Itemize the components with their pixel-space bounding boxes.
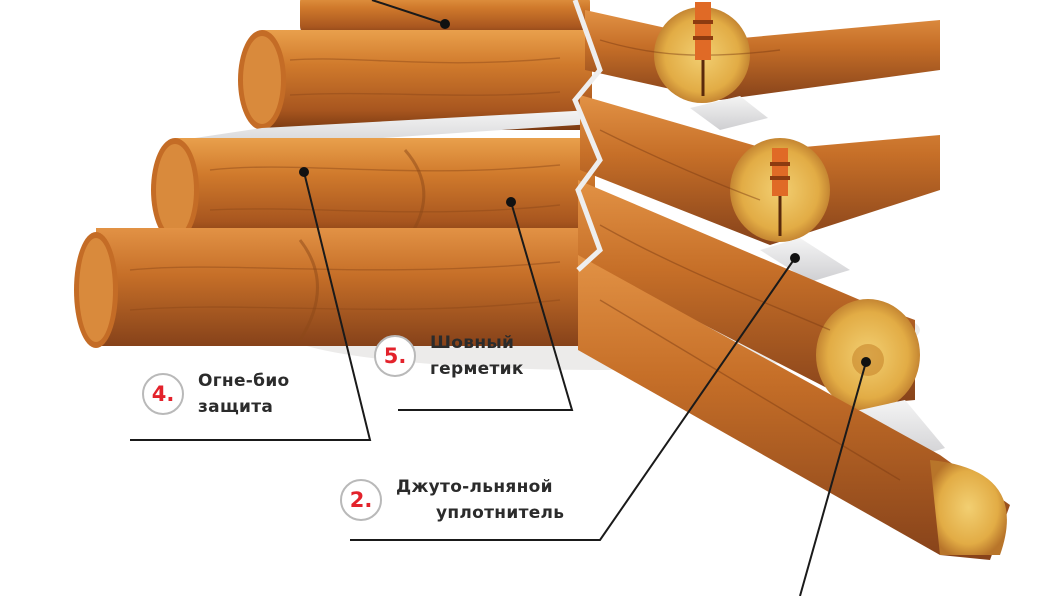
callout-label-line2: герметик — [430, 359, 524, 379]
callout-label: Огне-био защита — [198, 368, 290, 420]
leader-dots — [299, 19, 871, 367]
callout-label: Джуто-льняной уплотнитель — [396, 474, 564, 526]
log-right-4 — [578, 255, 1010, 560]
left-wall — [74, 0, 596, 348]
callout-number-badge: 5. — [374, 335, 416, 377]
dowel-middle — [770, 148, 790, 236]
sealant-strip-right-1 — [690, 96, 768, 130]
callout-label-line1: Огне-био — [198, 371, 290, 391]
log-left-top — [300, 0, 590, 36]
callout-jute-flax-seal: 2. Джуто-льняной уплотнитель — [340, 474, 564, 526]
log-right-1 — [585, 7, 940, 103]
callout-label-line2: уплотнитель — [436, 503, 565, 523]
right-wall — [578, 2, 1010, 560]
callout-number-badge: 2. — [340, 479, 382, 521]
callout-label: Шовный герметик — [430, 330, 524, 382]
log-left-3 — [151, 138, 595, 242]
leader-lines — [130, 0, 867, 596]
dowel-top — [693, 2, 713, 96]
callout-label-line1: Джуто-льняной — [396, 477, 553, 497]
callout-fire-bio-protection: 4. Огне-био защита — [142, 368, 290, 420]
callout-seam-sealant: 5. Шовный герметик — [374, 330, 524, 382]
sealant-strip-right-2 — [760, 238, 850, 282]
callout-label-line1: Шовный — [430, 333, 515, 353]
corner-seams — [572, 0, 603, 272]
callout-label-line2: защита — [198, 397, 274, 417]
callout-number-badge: 4. — [142, 373, 184, 415]
log-left-4 — [74, 228, 596, 348]
